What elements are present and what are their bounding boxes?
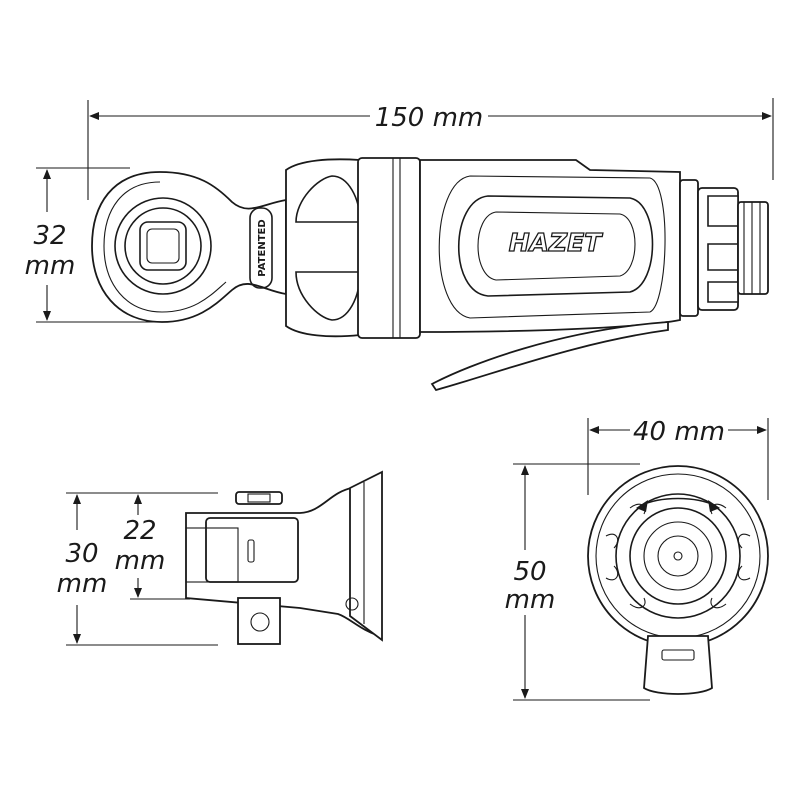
side-height-dimension: 30 mm — [57, 492, 218, 646]
head-height-unit: mm — [25, 251, 76, 281]
patented-label: PATENTED — [257, 219, 268, 276]
head-height-dimension: 32 mm — [25, 167, 160, 323]
brand-logo: HAZET — [509, 228, 603, 257]
ratchet-rear-view — [587, 465, 769, 695]
length-label: 150 mm — [375, 103, 484, 133]
length-dimension: 150 mm — [87, 98, 774, 200]
ratchet-side-view — [185, 470, 383, 645]
side-height-value: 30 — [65, 539, 98, 569]
side-head-dimension: 22 mm — [115, 494, 190, 600]
rear-height-value: 50 — [513, 557, 546, 587]
rear-width-label: 40 mm — [633, 417, 725, 447]
rear-height-unit: mm — [505, 585, 556, 615]
head-height-value: 32 — [33, 221, 66, 251]
rear-height-dimension: 50 mm — [505, 463, 650, 701]
ratchet-top-view: PATENTED HAZET — [91, 157, 769, 392]
rear-width-dimension: 40 mm — [587, 417, 769, 500]
side-head-value: 22 — [123, 516, 156, 546]
side-head-unit: mm — [115, 546, 166, 576]
side-height-unit: mm — [57, 569, 108, 599]
